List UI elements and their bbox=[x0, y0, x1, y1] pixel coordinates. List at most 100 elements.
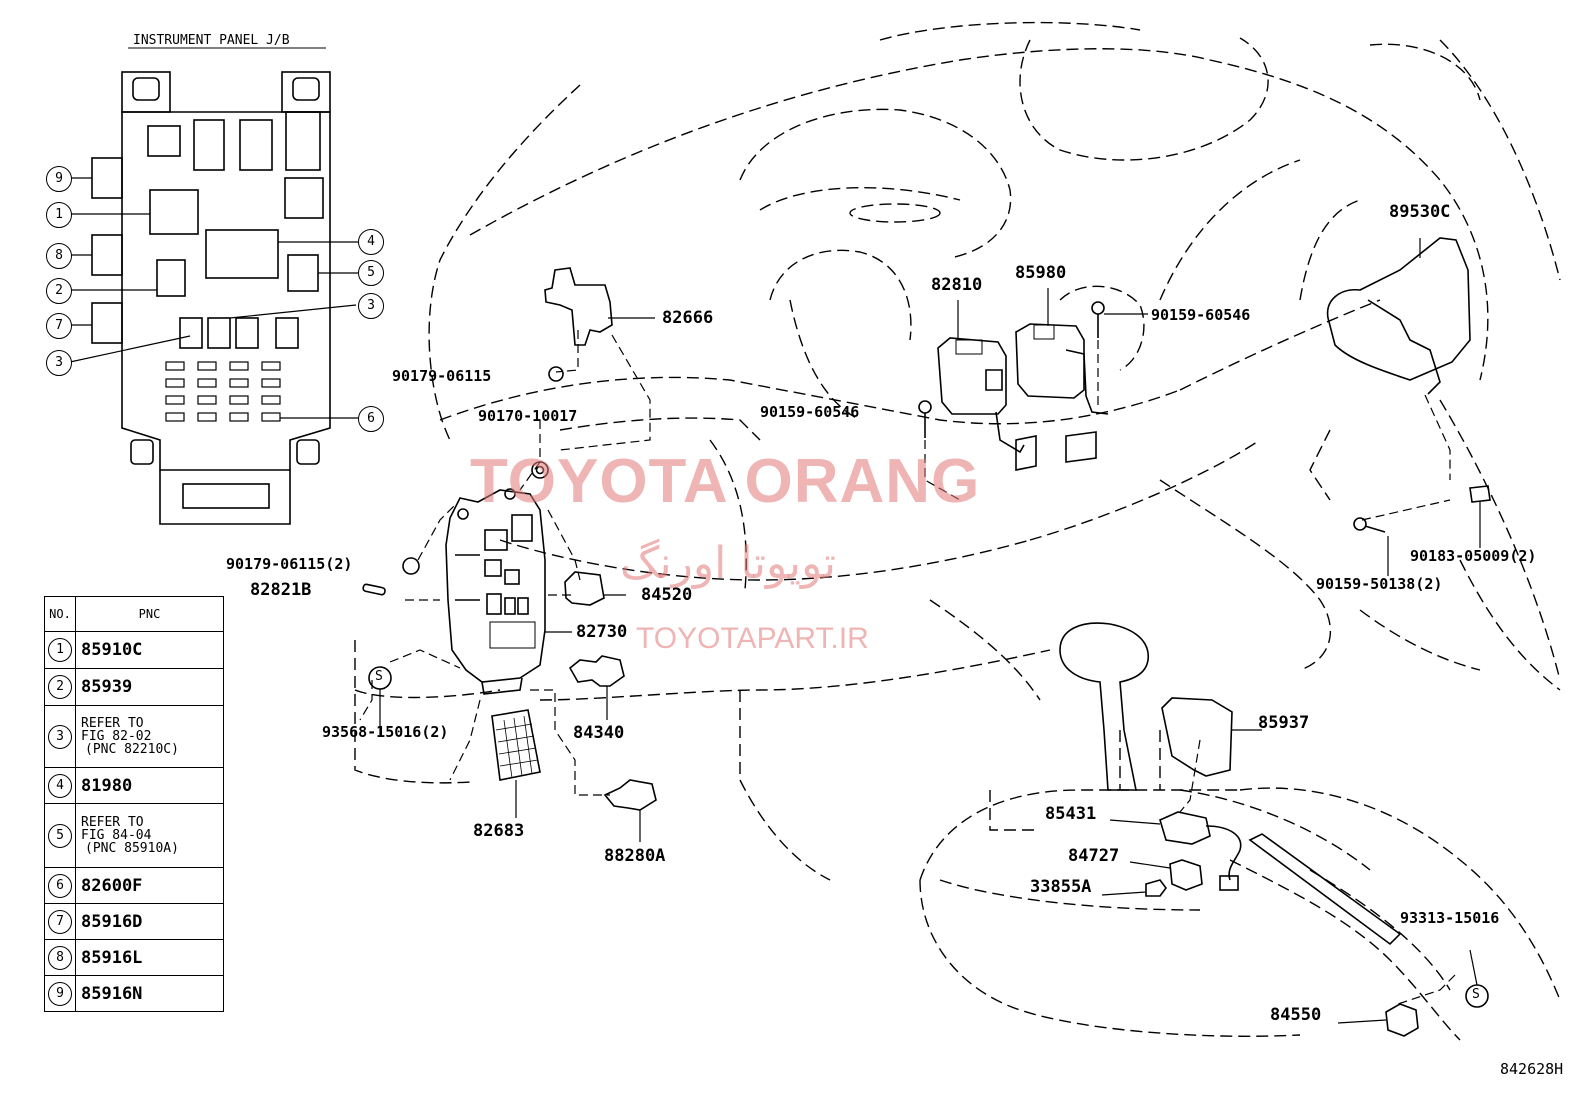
ref-line-1: REFER TO bbox=[81, 815, 144, 830]
table-row[interactable]: 9 85916N bbox=[44, 975, 224, 1012]
ref-line-3: (PNC 82210C) bbox=[85, 742, 179, 757]
part-label-88280A[interactable]: 88280A bbox=[604, 846, 666, 866]
row-number: 6 bbox=[48, 873, 72, 898]
table-row[interactable]: 7 85916D bbox=[44, 903, 224, 940]
row-pnc: 81980 bbox=[75, 767, 224, 804]
part-89530C-drawing bbox=[1326, 237, 1471, 395]
table-row[interactable]: 5 REFER TO FIG 84-04 (PNC 85910A) bbox=[44, 803, 224, 868]
part-label-90159-50138[interactable]: 90159-50138(2) bbox=[1316, 575, 1443, 593]
part-label-89530C[interactable]: 89530C bbox=[1389, 202, 1451, 222]
part-label-93313-15016[interactable]: 93313-15016 bbox=[1400, 909, 1500, 927]
jb-callout-1: 1 bbox=[46, 202, 72, 228]
part-84520-drawing bbox=[564, 571, 626, 606]
jb-callout-9: 9 bbox=[46, 166, 72, 192]
diagram-code: 842628H bbox=[1500, 1060, 1564, 1078]
dashboard-outline bbox=[354, 21, 1561, 1041]
jb-callout-2: 2 bbox=[46, 278, 72, 304]
table-row[interactable]: 1 85910C bbox=[44, 631, 224, 669]
part-label-90179-06115[interactable]: 90179-06115 bbox=[392, 367, 492, 385]
row-number: 7 bbox=[48, 909, 72, 934]
row-pnc: 85910C bbox=[75, 631, 224, 669]
row-number: 4 bbox=[48, 773, 72, 798]
part-label-82666[interactable]: 82666 bbox=[662, 308, 714, 328]
pnc-col-no: NO. bbox=[44, 596, 76, 632]
part-label-82683[interactable]: 82683 bbox=[473, 821, 525, 841]
row-number: 2 bbox=[48, 675, 72, 699]
table-row[interactable]: 6 82600F bbox=[44, 867, 224, 904]
part-33855A-drawing bbox=[1101, 879, 1167, 897]
part-label-84340[interactable]: 84340 bbox=[573, 723, 625, 743]
part-82821B-drawing bbox=[362, 583, 386, 596]
table-row[interactable]: 3 REFER TO FIG 82-02 (PNC 82210C) bbox=[44, 705, 224, 768]
part-82730-drawing bbox=[445, 488, 572, 695]
junction-block-drawing bbox=[69, 47, 358, 525]
watermark-brand-fa: تویوتا اورنگ bbox=[620, 538, 836, 589]
clip-90183-05009 bbox=[1469, 485, 1491, 503]
part-label-90170-10017[interactable]: 90170-10017 bbox=[478, 407, 578, 425]
jb-item-5 bbox=[287, 254, 319, 292]
part-82810-drawing bbox=[937, 300, 1025, 454]
part-85980-drawing bbox=[1015, 288, 1109, 415]
row-number: 9 bbox=[48, 981, 72, 1006]
jb-callout-5: 5 bbox=[358, 260, 384, 286]
row-pnc: 82600F bbox=[75, 867, 224, 904]
part-82683-drawing bbox=[491, 709, 541, 818]
clip-90179-06115-2 bbox=[402, 557, 420, 575]
table-row[interactable]: 8 85916L bbox=[44, 939, 224, 976]
row-number: 3 bbox=[48, 724, 72, 749]
pnc-col-pnc: PNC bbox=[75, 596, 224, 632]
jb-callout-8: 8 bbox=[46, 243, 72, 269]
part-label-93568[interactable]: 93568-15016(2) bbox=[322, 723, 449, 741]
part-label-84550[interactable]: 84550 bbox=[1270, 1005, 1322, 1025]
pnc-table: NO. PNC 1 85910C 2 85939 3 REFER TO FIG … bbox=[44, 596, 224, 1012]
table-row[interactable]: 4 81980 bbox=[44, 767, 224, 804]
part-label-90159-60546-a[interactable]: 90159-60546 bbox=[1151, 306, 1251, 324]
part-label-82810[interactable]: 82810 bbox=[931, 275, 983, 295]
jb-callout-3-right: 3 bbox=[358, 293, 384, 319]
bolt-90159-60546-b bbox=[918, 400, 932, 438]
ref-line-1: REFER TO bbox=[81, 716, 144, 731]
ref-line-2: FIG 84-04 bbox=[81, 828, 152, 843]
part-label-90183-05009[interactable]: 90183-05009(2) bbox=[1410, 547, 1537, 565]
row-number: 5 bbox=[48, 823, 72, 848]
table-row[interactable]: 2 85939 bbox=[44, 668, 224, 706]
part-label-82730[interactable]: 82730 bbox=[576, 622, 628, 642]
watermark-brand: TOYOTA ORANG bbox=[470, 447, 981, 516]
bolt-90159-60546-a bbox=[1091, 301, 1148, 338]
watermark-site: TOYOTAPART.IR bbox=[636, 622, 869, 655]
part-label-90179-06115-2[interactable]: 90179-06115(2) bbox=[226, 555, 353, 573]
row-pnc: 85916L bbox=[75, 939, 224, 976]
row-reference: REFER TO FIG 82-02 (PNC 82210C) bbox=[75, 705, 224, 768]
part-82666-drawing bbox=[544, 267, 655, 346]
screw-mark-s-left: S bbox=[375, 669, 383, 684]
part-label-85937[interactable]: 85937 bbox=[1258, 713, 1310, 733]
row-number: 1 bbox=[48, 638, 72, 662]
jb-callout-7: 7 bbox=[46, 313, 72, 339]
clip-90170-10017 bbox=[531, 461, 549, 479]
part-88280A-drawing bbox=[603, 779, 657, 842]
part-label-33855A[interactable]: 33855A bbox=[1030, 877, 1092, 897]
pnc-table-header: NO. PNC bbox=[44, 596, 224, 632]
ref-line-2: FIG 82-02 bbox=[81, 729, 152, 744]
part-label-84727[interactable]: 84727 bbox=[1068, 846, 1120, 866]
row-pnc: 85939 bbox=[75, 668, 224, 706]
part-label-85431[interactable]: 85431 bbox=[1045, 804, 1097, 824]
screw-mark-s-right: S bbox=[1472, 987, 1480, 1002]
row-number: 8 bbox=[48, 945, 72, 970]
part-label-85980[interactable]: 85980 bbox=[1015, 263, 1067, 283]
part-85937-drawing bbox=[1161, 697, 1262, 777]
jb-item-1 bbox=[149, 189, 199, 235]
jb-item-2 bbox=[156, 259, 186, 297]
part-label-90159-60546-b[interactable]: 90159-60546 bbox=[760, 403, 860, 421]
jb-item-4 bbox=[205, 229, 279, 279]
part-85431-drawing bbox=[1109, 811, 1242, 891]
jb-title: INSTRUMENT PANEL J/B bbox=[133, 33, 290, 48]
leader-lines bbox=[359, 330, 1456, 1006]
jb-callout-6: 6 bbox=[358, 406, 384, 432]
part-label-84520[interactable]: 84520 bbox=[641, 585, 693, 605]
part-label-82821B[interactable]: 82821B bbox=[250, 580, 312, 600]
bracket-part bbox=[1015, 435, 1037, 471]
ref-line-3: (PNC 85910A) bbox=[85, 841, 179, 856]
row-pnc: 85916N bbox=[75, 975, 224, 1012]
